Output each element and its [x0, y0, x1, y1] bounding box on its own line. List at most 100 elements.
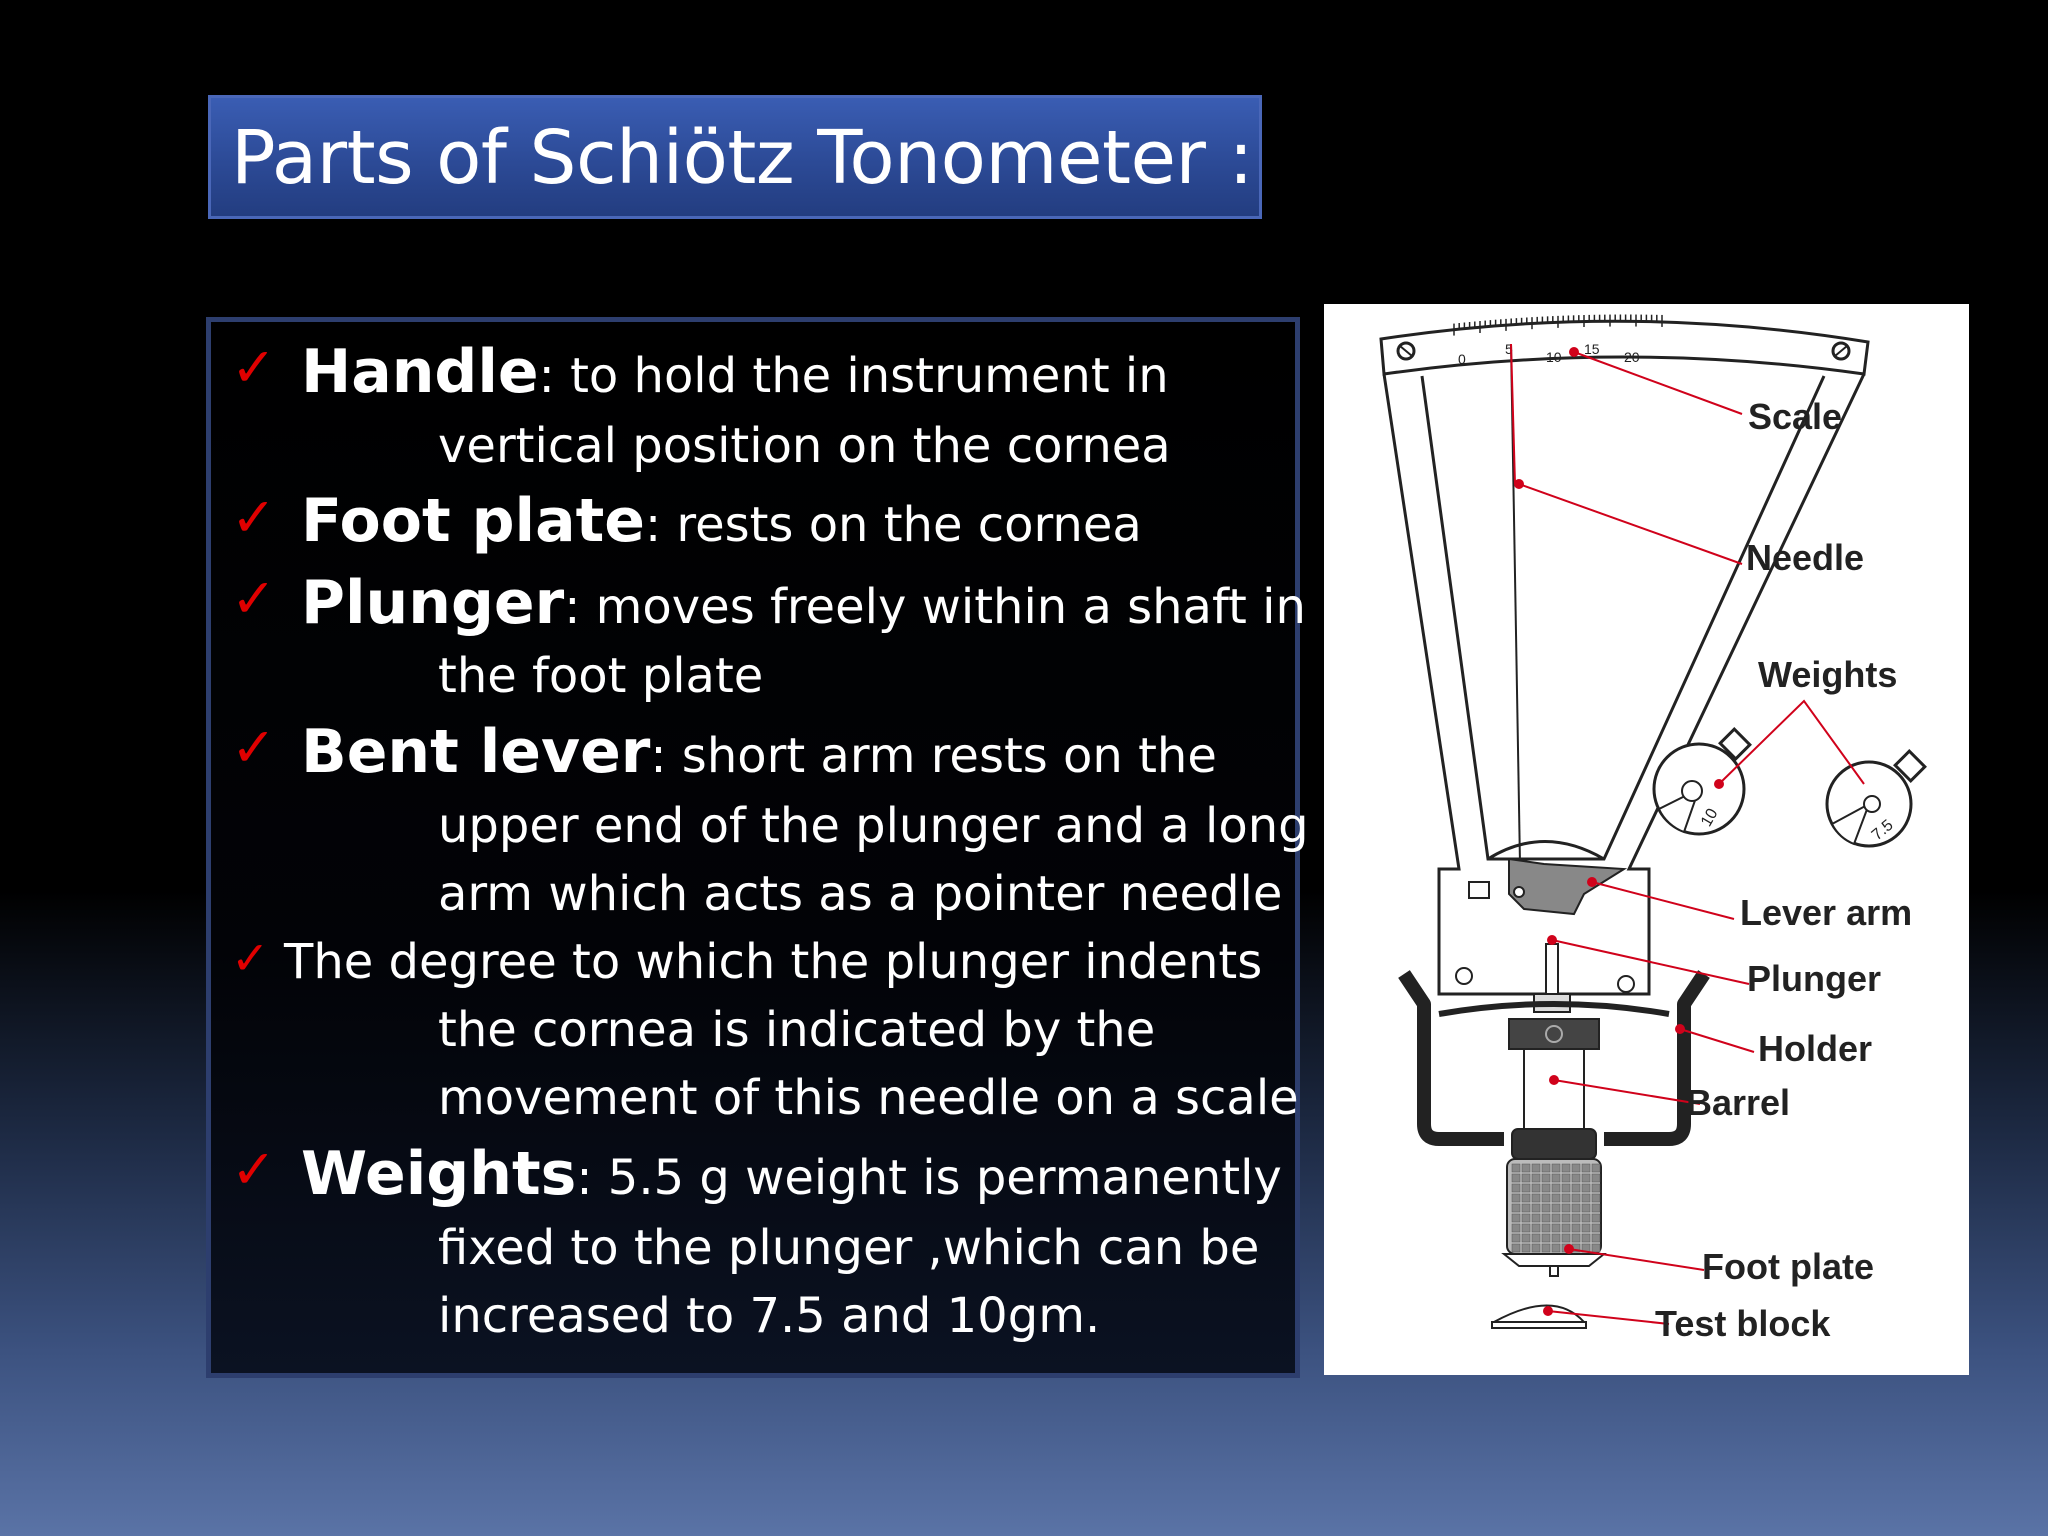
knurl-cell: [1551, 1163, 1561, 1173]
knurl-cell: [1591, 1223, 1601, 1233]
label-holder: Holder: [1758, 1028, 1873, 1069]
check-icon: ✓: [231, 931, 270, 985]
bullet-handle: Handle: to hold the instrument in: [301, 340, 1169, 408]
knurl-cell: [1591, 1193, 1601, 1203]
knurl-cell: [1521, 1223, 1531, 1233]
leader-plunger: [1551, 939, 1750, 985]
test-block-base: [1491, 1321, 1587, 1329]
screw-icon: [1545, 1025, 1563, 1043]
knurl-cell: [1521, 1233, 1531, 1243]
knurl-cell: [1561, 1193, 1571, 1203]
knurl-cell: [1571, 1163, 1581, 1173]
label-needle: Needle: [1746, 537, 1865, 578]
plunger: [1545, 943, 1559, 995]
knurl-cell: [1581, 1163, 1591, 1173]
knurl-cell: [1571, 1223, 1581, 1233]
scale-ticks: [1453, 314, 1663, 336]
label-barrel: Barrel: [1686, 1082, 1791, 1123]
check-icon: ✓: [231, 336, 277, 399]
bullet-foot-plate: Foot plate: rests on the cornea: [301, 489, 1142, 557]
knurl-cell: [1511, 1213, 1521, 1223]
tonometer-drawing: 0 5 10 15 20: [1379, 314, 1927, 1329]
knurl-cell: [1581, 1173, 1591, 1183]
knurl-cell: [1581, 1223, 1591, 1233]
leader-scale: [1573, 351, 1743, 415]
check-icon: ✓: [231, 716, 277, 779]
barrel-ring: [1511, 1128, 1597, 1160]
knurl-cell: [1591, 1243, 1601, 1253]
knurl-cell: [1551, 1173, 1561, 1183]
knurl-cell: [1531, 1243, 1541, 1253]
knurl-cell: [1511, 1173, 1521, 1183]
lever-pin: [1513, 886, 1525, 898]
bullet-continuation: the foot plate: [438, 648, 764, 704]
bullet-continuation: the cornea is indicated by the: [438, 1002, 1156, 1058]
knurl-cell: [1591, 1203, 1601, 1213]
bullet-desc: : short arm rests on the: [650, 728, 1217, 784]
knurl-cell: [1551, 1243, 1561, 1253]
knurl-cell: [1531, 1233, 1541, 1243]
knurl-cell: [1521, 1193, 1531, 1203]
knurl-cell: [1541, 1183, 1551, 1193]
slide-title: Parts of Schiötz Tonometer :: [231, 115, 1253, 201]
knurl-cell: [1591, 1163, 1601, 1173]
knurl-cell: [1531, 1223, 1541, 1233]
knurl-cell: [1551, 1183, 1561, 1193]
knurl-cell: [1511, 1193, 1521, 1203]
leader-holder: [1679, 1028, 1755, 1053]
screw-icon: [1831, 341, 1851, 361]
knurl-cell: [1521, 1183, 1531, 1193]
bullet-desc: The degree to which the plunger indents: [284, 934, 1263, 990]
bullet-term: Foot plate: [301, 486, 645, 556]
knurl-pattern: [1511, 1163, 1601, 1253]
knurl-cell: [1571, 1233, 1581, 1243]
title-banner: Parts of Schiötz Tonometer :: [208, 95, 1262, 219]
leader-dots: [1514, 347, 1724, 1316]
knurl-cell: [1541, 1203, 1551, 1213]
test-block: [1493, 1304, 1587, 1323]
bullet-desc: : to hold the instrument in: [538, 348, 1169, 404]
knurl-cell: [1581, 1183, 1591, 1193]
check-icon: ✓: [231, 1138, 277, 1201]
knurl-cell: [1561, 1203, 1571, 1213]
knurl-cell: [1551, 1223, 1561, 1233]
knurl-cell: [1521, 1213, 1531, 1223]
label-scale: Scale: [1748, 396, 1843, 437]
knurl-cell: [1561, 1163, 1571, 1173]
needle-tip: [1510, 343, 1516, 485]
knurl-cell: [1531, 1213, 1541, 1223]
knurl-cell: [1571, 1173, 1581, 1183]
bullet-bent-lever: Bent lever: short arm rests on the: [301, 720, 1217, 788]
knurl-cell: [1541, 1163, 1551, 1173]
knurl-cell: [1541, 1233, 1551, 1243]
knurl-cell: [1561, 1223, 1571, 1233]
barrel-cap: [1508, 1018, 1600, 1050]
knurl-cell: [1511, 1163, 1521, 1173]
knurl-cell: [1541, 1213, 1551, 1223]
leader-lines: [1518, 351, 1865, 1325]
knurl-cell: [1541, 1223, 1551, 1233]
knurl-cell: [1591, 1213, 1601, 1223]
bullet-term: Weights: [301, 1139, 577, 1209]
holder: [1398, 970, 1710, 1146]
bullet-desc: : moves freely within a shaft in: [564, 579, 1306, 635]
leader-needle: [1518, 483, 1743, 565]
knurl-cell: [1521, 1163, 1531, 1173]
screw-icon: [1455, 967, 1473, 985]
knurl-cell: [1551, 1193, 1561, 1203]
foot-plate-tip: [1549, 1265, 1559, 1277]
knurl-cell: [1591, 1183, 1601, 1193]
knurl-cell: [1571, 1183, 1581, 1193]
scale-tick-label: 0: [1458, 351, 1466, 367]
leader-test-block: [1547, 1310, 1670, 1325]
knurl-cell: [1571, 1193, 1581, 1203]
bullet-list: ✓ Handle: to hold the instrument in vert…: [211, 322, 1309, 1373]
knurl-cell: [1511, 1223, 1521, 1233]
bullet-degree: The degree to which the plunger indents: [284, 930, 1262, 994]
knurl-cell: [1581, 1193, 1591, 1203]
bullet-weights: Weights: 5.5 g weight is permanently: [301, 1142, 1282, 1210]
knurl-cell: [1551, 1233, 1561, 1243]
bullet-term: Handle: [301, 337, 539, 407]
knurl-cell: [1561, 1183, 1571, 1193]
bullet-continuation: movement of this needle on a scale: [438, 1070, 1299, 1126]
